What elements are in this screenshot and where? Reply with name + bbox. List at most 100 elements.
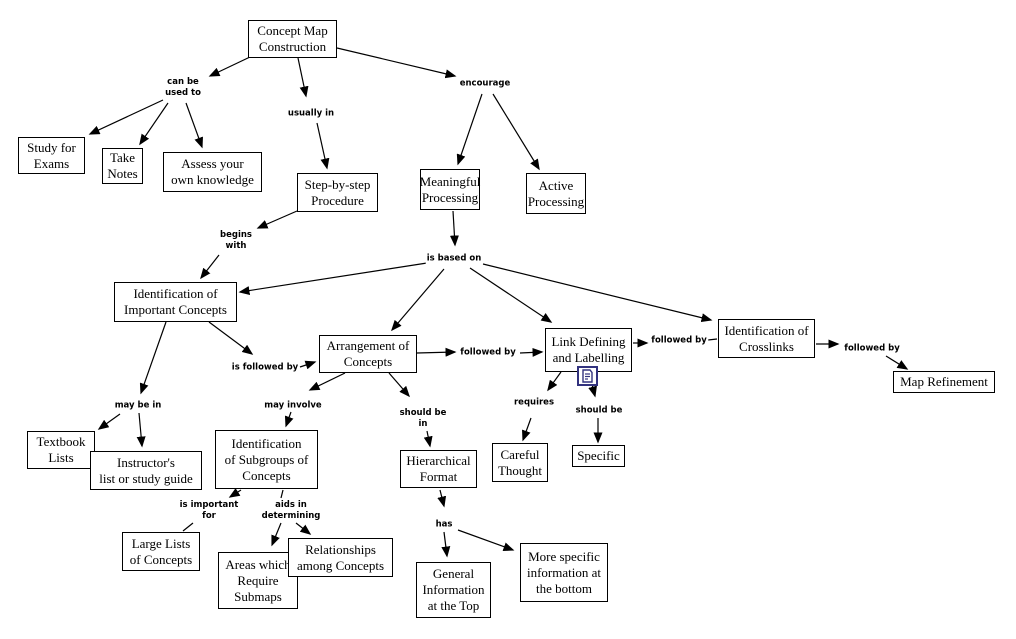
link-label-text: in: [418, 419, 428, 429]
link-label-has[interactable]: has: [434, 519, 454, 531]
concept-node-text: Areas which: [225, 556, 291, 572]
link-label-should-be[interactable]: should be: [574, 405, 624, 417]
link-label-text: is followed by: [231, 362, 299, 373]
concept-node-text: Procedure: [311, 192, 364, 208]
concept-node-text: Thought: [497, 462, 543, 478]
edge-line: [97, 413, 121, 430]
concept-node-text: Exams: [33, 155, 70, 171]
concept-node-specific[interactable]: Specific: [572, 445, 625, 467]
edge-line: [423, 430, 433, 448]
concept-node-text: Specific: [577, 448, 620, 463]
edge-line: [316, 122, 330, 170]
edge-line: [136, 412, 146, 448]
concept-node-text: Processing: [421, 189, 479, 205]
concept-node-text: Lists: [48, 450, 74, 465]
concept-node-text: Take: [109, 150, 136, 165]
link-label-usually-in[interactable]: usually in: [286, 108, 336, 120]
link-label-encourage[interactable]: encourage: [458, 78, 512, 90]
concept-node-map-refinement[interactable]: Map Refinement: [893, 371, 995, 393]
link-label-text: is based on: [426, 253, 482, 264]
link-label-text: usually in: [287, 108, 335, 119]
concept-node-text: of Concepts: [129, 551, 193, 567]
concept-node-text: Hierarchical: [406, 453, 471, 468]
concept-node-text: Important Concepts: [124, 302, 227, 317]
link-label-text: can be: [167, 77, 199, 87]
link-label-text: with: [225, 241, 247, 251]
edge-line: [388, 372, 410, 398]
link-label-text: requires: [513, 397, 555, 408]
edge-line: [139, 321, 167, 395]
concept-node-text: Identification of: [724, 322, 809, 338]
link-label-followed-by-1[interactable]: followed by: [459, 347, 517, 359]
edge-line: [182, 522, 194, 532]
concept-node-text: Concepts: [343, 354, 393, 369]
edge-line: [295, 522, 312, 535]
link-label-text: determining: [261, 511, 321, 521]
edge-line: [256, 210, 298, 229]
concept-node-text: Crosslinks: [739, 338, 794, 354]
concept-node-text: Information: [422, 582, 485, 597]
link-label-is-based-on[interactable]: is based on: [425, 253, 483, 265]
link-label-may-be-in[interactable]: may be in: [113, 400, 163, 412]
concept-node-text: Large Lists: [131, 535, 191, 551]
concept-node-text: Meaningful: [419, 173, 481, 189]
link-label-followed-by-2[interactable]: followed by: [650, 335, 708, 347]
link-label-followed-by-3[interactable]: followed by: [843, 343, 901, 355]
link-label-may-involve[interactable]: may involve: [263, 400, 323, 412]
edge-line: [336, 47, 457, 79]
edge-line: [456, 93, 483, 166]
edge-line: [185, 102, 203, 149]
link-label-text: used to: [165, 88, 201, 98]
edge-line: [482, 263, 713, 323]
edge-line: [547, 371, 562, 392]
link-label-is-followed-by[interactable]: is followed by: [230, 362, 300, 374]
concept-node-text: Require: [237, 572, 279, 588]
note-icon[interactable]: [577, 366, 598, 386]
edge-line: [416, 347, 457, 357]
link-label-text: begins: [220, 230, 252, 240]
concept-node-text: Careful: [500, 446, 540, 462]
edge-line: [449, 210, 459, 247]
concept-node-text: at the Top: [427, 598, 480, 613]
concept-node-text: Notes: [107, 166, 138, 181]
edge-line: [885, 355, 909, 370]
edge-line: [88, 99, 164, 135]
concept-node-text: the bottom: [536, 580, 592, 596]
link-label-text: followed by: [651, 335, 707, 346]
edge-line: [522, 417, 532, 442]
concept-node-text: Link Defining: [551, 334, 626, 349]
concept-node-text: General: [432, 566, 475, 581]
concept-node-text: More specific: [528, 548, 600, 564]
link-label-text: has: [435, 519, 453, 530]
concept-node-text: Assess your: [181, 156, 244, 171]
edge-line: [308, 372, 346, 391]
link-label-requires[interactable]: requires: [512, 397, 556, 409]
edge-line: [297, 57, 309, 98]
